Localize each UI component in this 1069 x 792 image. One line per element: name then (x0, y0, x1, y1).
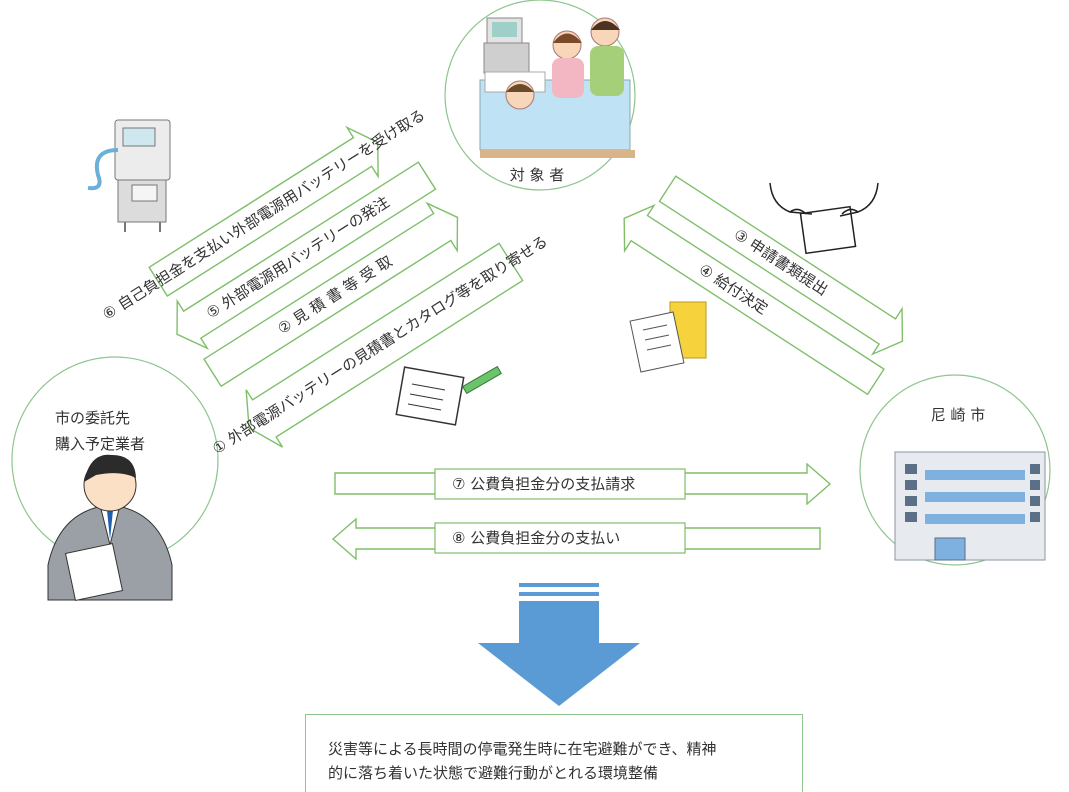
flow-arrow-8: ⑧ 公費負担金分の支払い (331, 517, 821, 561)
result-line-1: 災害等による長時間の停電発生時に在宅避難ができ、精神 (328, 740, 717, 758)
envelope-documents-icon (629, 301, 707, 373)
ventilator-icon (87, 119, 171, 232)
businessman-icon (47, 454, 173, 602)
family-bedside-icon (479, 17, 635, 158)
document-signing-icon (769, 182, 879, 255)
result-box: 災害等による長時間の停電発生時に在宅避難ができ、精神 的に落ち着いた状態で避難行… (305, 714, 803, 792)
vendor-label-line2: 購入予定業者 (55, 435, 145, 453)
result-line-2: 的に落ち着いた状態で避難行動がとれる環境整備 (328, 764, 659, 782)
result-arrow (478, 583, 640, 706)
city-label: 尼 崎 市 (931, 406, 986, 424)
city-hall-building-icon (894, 451, 1046, 561)
vendor-label-line1: 市の委託先 (55, 409, 130, 427)
target-label: 対 象 者 (510, 166, 565, 184)
flow-label-7: ⑦ 公費負担金分の支払請求 (452, 475, 635, 493)
writing-pen-icon (395, 365, 503, 426)
flow-arrow-7: ⑦ 公費負担金分の支払請求 (334, 462, 832, 506)
flow-label-8: ⑧ 公費負担金分の支払い (452, 529, 620, 547)
